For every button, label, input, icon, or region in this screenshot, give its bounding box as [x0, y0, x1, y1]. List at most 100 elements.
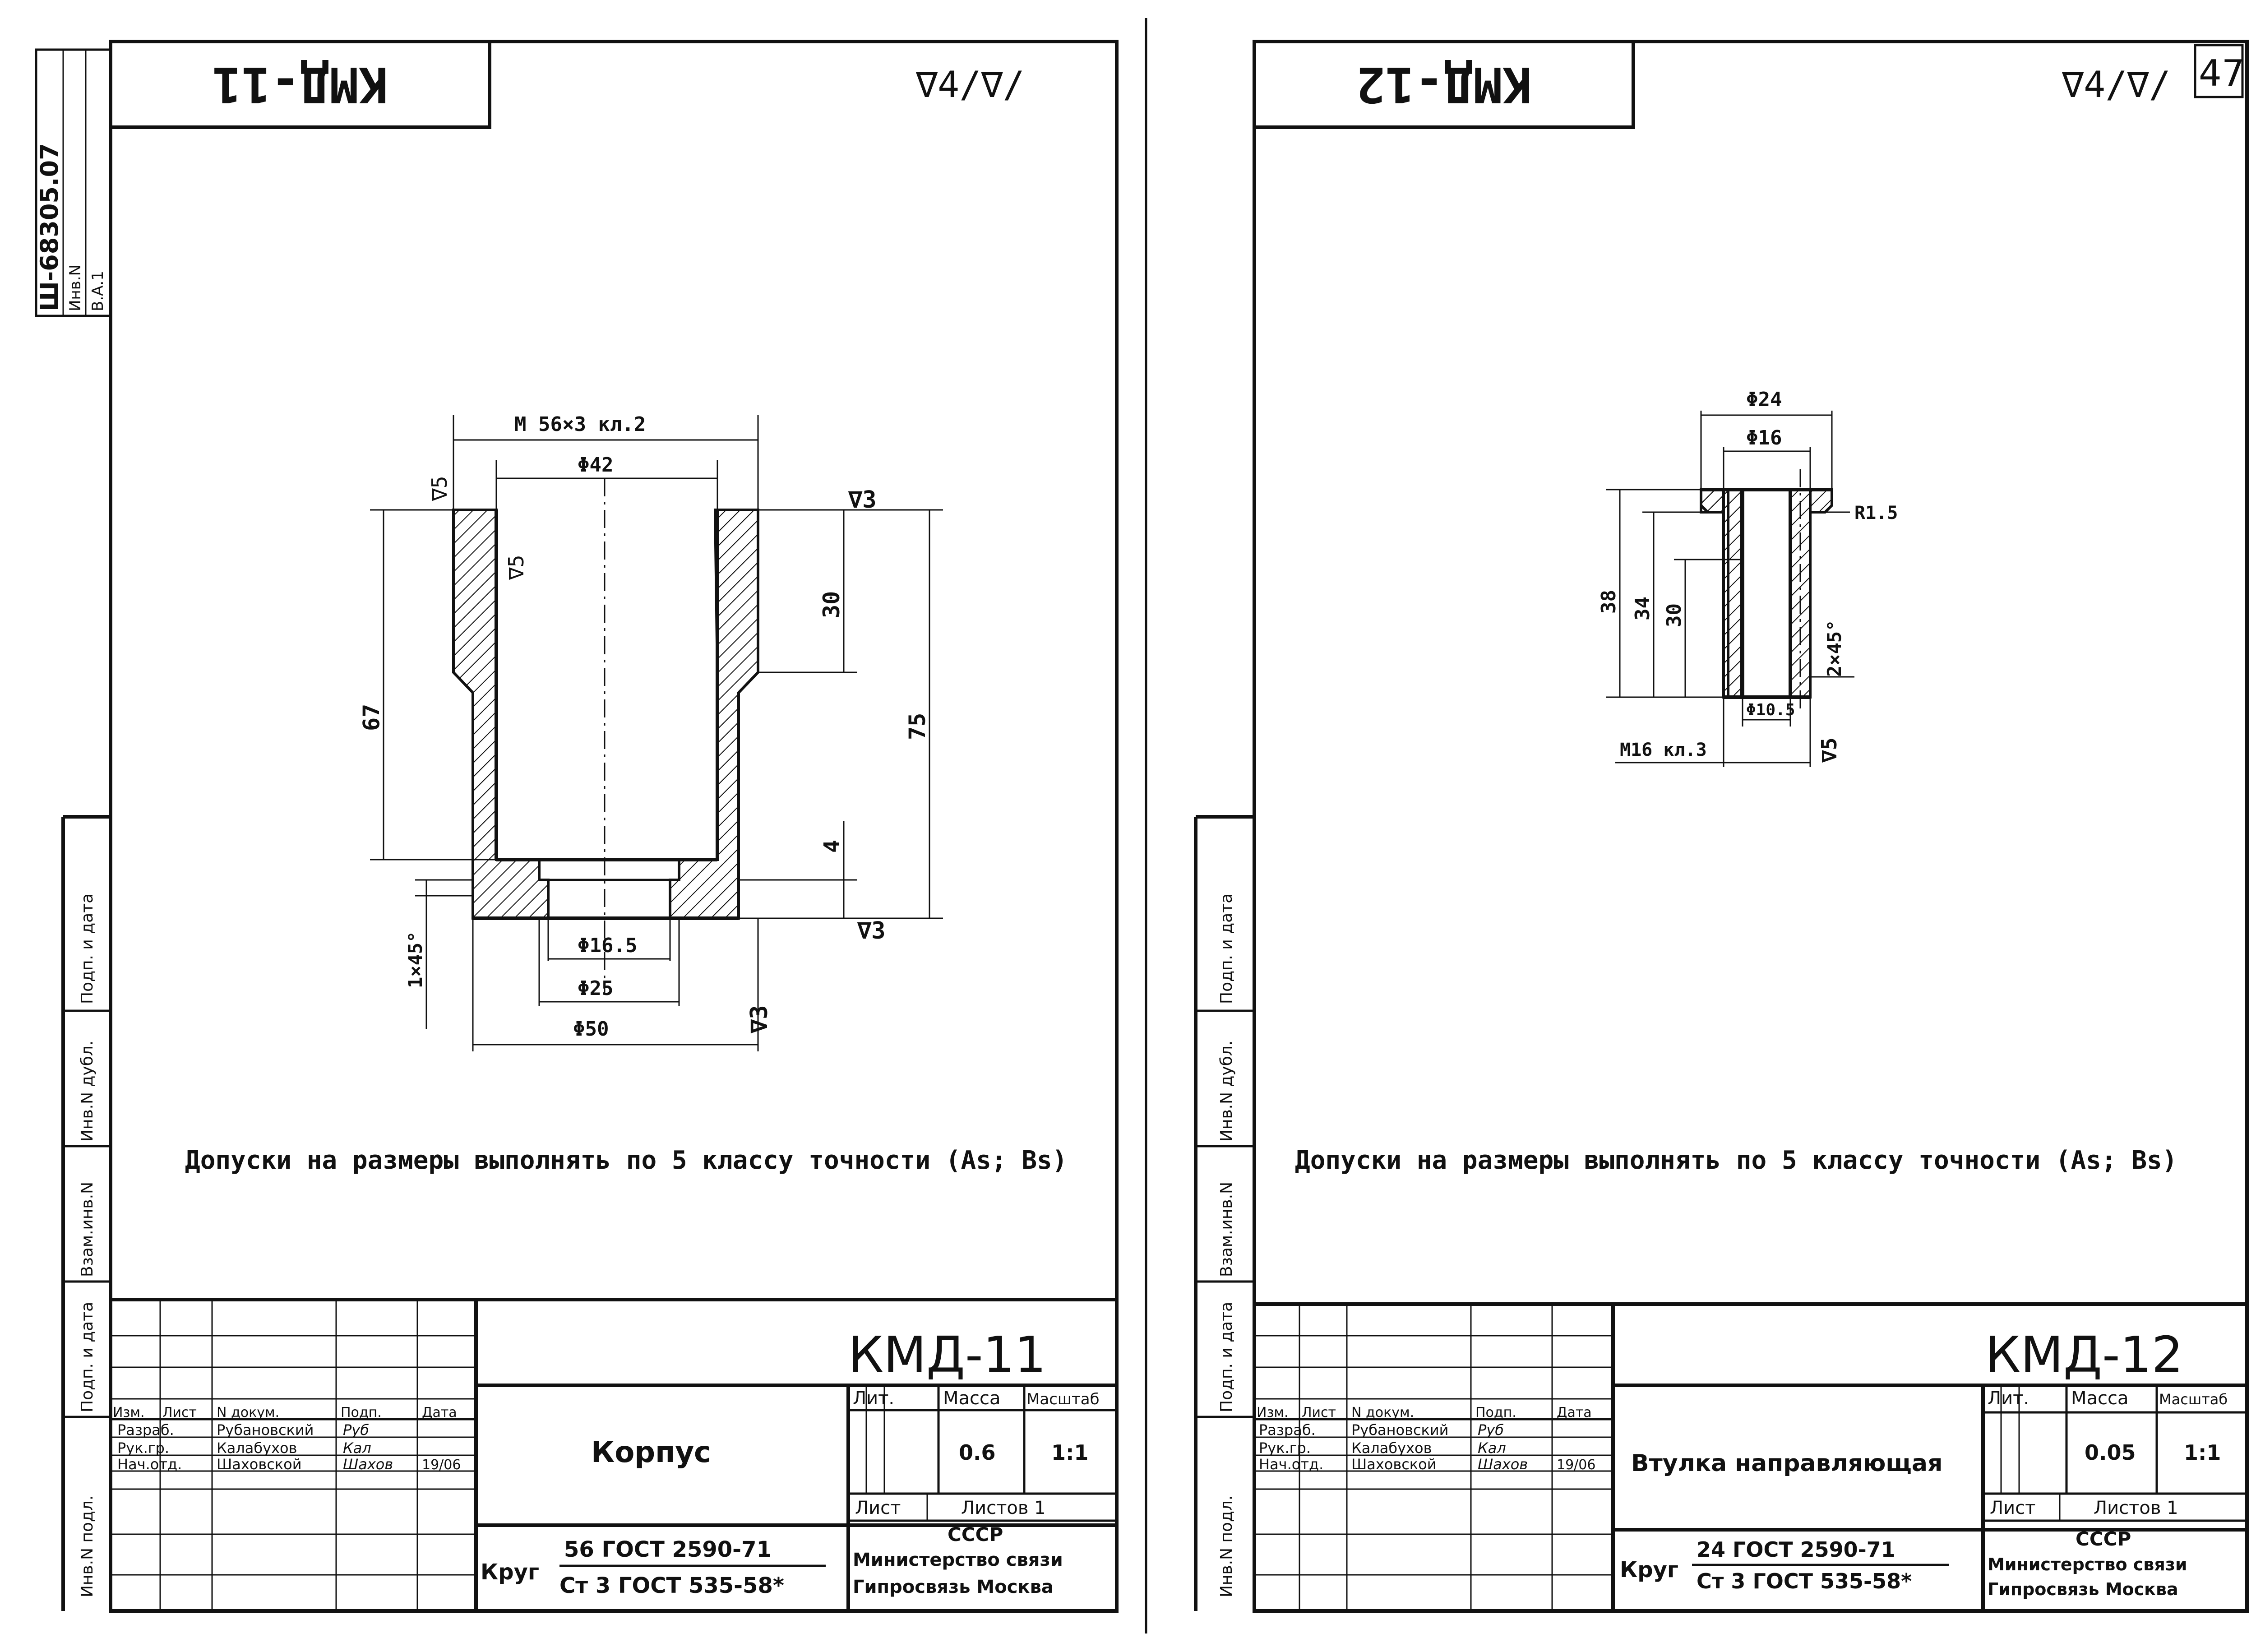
- section-wall-left: [452, 509, 550, 920]
- role-name: Рубановский: [217, 1421, 314, 1439]
- hdr-podp: Подп.: [1475, 1405, 1516, 1421]
- roughness-3-top: ∇3: [848, 486, 877, 514]
- roughness-mark: ∇4/∇/: [915, 64, 1025, 106]
- org-institute: Гипросвязь Москва: [853, 1577, 1054, 1597]
- role-label: Нач.отд.: [1259, 1456, 1323, 1473]
- dim-body: Φ16: [1746, 426, 1782, 449]
- tolerance-note: Допуски на размеры выполнять по 5 классу…: [1295, 1146, 2177, 1175]
- part-kmd-11: M 56×3 кл.2 Φ42 ∇5 ∇5 67 1×45° 30: [358, 413, 943, 1051]
- sheets-label: Листов 1: [961, 1498, 1046, 1518]
- archive-stamp: [35, 48, 112, 317]
- material-top: 56 ГОСТ 2590-71: [564, 1537, 772, 1562]
- stamp-side-label: Подп. и дата: [78, 893, 97, 1004]
- roughness-5-inner: ∇5: [504, 555, 528, 580]
- hdr-list: Лист: [162, 1405, 197, 1421]
- dim-radius: R1.5: [1854, 503, 1898, 523]
- inv-no-label: Инв.N: [66, 264, 84, 311]
- stamp-side-label: Инв.N подл.: [78, 1495, 97, 1597]
- page-number: 47: [2199, 52, 2245, 94]
- material-prefix: Круг: [1620, 1557, 1678, 1583]
- hdr-data: Дата: [1557, 1405, 1592, 1421]
- section-wall-right: [1789, 488, 1812, 699]
- org-ministry: Министерство связи: [1988, 1555, 2187, 1574]
- sheet-kmd-11: Подп. и дата Инв.N дубл. Взам.инв.N Подп…: [35, 40, 1119, 1613]
- role-sign: Кал: [343, 1439, 371, 1457]
- dim-inner-bore: Φ42: [578, 453, 613, 477]
- section-wall-right: [669, 509, 759, 920]
- dim-total: 38: [1597, 590, 1620, 614]
- lit-label: Лит.: [853, 1388, 894, 1409]
- roughness-5-top: ∇5: [427, 476, 452, 501]
- dim-chamfer: 1×45°: [404, 931, 426, 988]
- mass-value: 0.05: [2085, 1440, 2136, 1465]
- dim-hole: Φ16.5: [578, 934, 637, 957]
- role-label: Рук.гр.: [117, 1439, 169, 1457]
- sheet-frame: [109, 40, 1119, 1613]
- hdr-ndoc: N докум.: [1351, 1405, 1414, 1421]
- role-name: Рубановский: [1351, 1421, 1448, 1439]
- hdr-izm: Изм.: [1257, 1405, 1289, 1421]
- stamp-side-label: Подп. и дата: [78, 1302, 97, 1412]
- part-kmd-12: Φ24 Φ16 R1.5 38 34 30 2×45°: [1597, 388, 1898, 767]
- section-flange-left: [1700, 488, 1725, 514]
- org-ministry: Министерство связи: [853, 1550, 1063, 1570]
- mass-label: Масса: [2071, 1388, 2129, 1409]
- vza-label: В.А.1: [89, 271, 107, 311]
- archive-number: Ш-68305.07: [35, 143, 64, 311]
- role-label: Нач.отд.: [117, 1456, 182, 1473]
- material-prefix: Круг: [481, 1559, 539, 1585]
- dim-d30: 30: [1663, 603, 1686, 627]
- lit-label: Лит.: [1988, 1388, 2029, 1409]
- role-name: Калабухов: [217, 1439, 297, 1457]
- stamp-side-label: Подп. и дата: [1217, 1302, 1236, 1412]
- stamp-side-label: Подп. и дата: [1217, 893, 1236, 1004]
- dim-d34: 34: [1631, 597, 1654, 620]
- title-code: КМД-11: [848, 1326, 1046, 1384]
- dim-thread: M16 кл.3: [1620, 740, 1707, 760]
- org-institute: Гипросвязь Москва: [1988, 1579, 2178, 1599]
- scale-value: 1:1: [1051, 1440, 1088, 1465]
- scale-value: 1:1: [2184, 1440, 2221, 1465]
- hdr-izm: Изм.: [113, 1405, 145, 1421]
- roughness-3-side: ∇3: [746, 1005, 773, 1034]
- scale-label: Масштаб: [2159, 1391, 2228, 1408]
- rotated-code: КМД-11: [212, 56, 388, 112]
- rotated-code-box: [1253, 40, 1635, 129]
- dim-bottom-thickness: 4: [819, 840, 845, 853]
- dim-recess: Φ25: [578, 977, 613, 1000]
- org-country: СССР: [2076, 1528, 2131, 1550]
- part-name: Корпус: [591, 1436, 711, 1469]
- role-label: Рук.гр.: [1259, 1439, 1311, 1457]
- dim-chamfer: 2×45°: [1823, 620, 1845, 677]
- roughness-3-bottom: ∇3: [857, 917, 886, 944]
- dim-head: Φ24: [1746, 388, 1782, 411]
- title-block-kmd-12: Изм. Лист N докум. Подп. Дата Разраб. Ру…: [1254, 1302, 2247, 1611]
- role-name: Шаховской: [1351, 1456, 1437, 1473]
- hdr-podp: Подп.: [341, 1405, 382, 1421]
- role-sign: Шахов: [343, 1456, 393, 1473]
- rotated-code: КМД-12: [1356, 56, 1532, 112]
- sheets-label: Листов 1: [2094, 1498, 2178, 1518]
- part-name: Втулка направляющая: [1631, 1450, 1942, 1477]
- dim-total-height: 75: [904, 713, 930, 740]
- title-block-kmd-11: Изм. Лист N докум. Подп. Дата Разраб. Ру…: [111, 1298, 1117, 1611]
- hdr-data: Дата: [422, 1405, 457, 1421]
- dim-thread: M 56×3 кл.2: [514, 413, 646, 436]
- role-label: Разраб.: [117, 1421, 174, 1439]
- tolerance-note: Допуски на размеры выполнять по 5 классу…: [185, 1146, 1067, 1175]
- material-bottom: Ст 3 ГОСТ 535-58*: [559, 1573, 784, 1598]
- scale-label: Масштаб: [1026, 1390, 1100, 1408]
- dim-outer: Φ50: [573, 1018, 609, 1041]
- stamp-side-label: Инв.N подл.: [1217, 1495, 1236, 1597]
- material-top: 24 ГОСТ 2590-71: [1697, 1537, 1895, 1562]
- hdr-list: Лист: [1302, 1405, 1336, 1421]
- role-sign: Руб: [1478, 1421, 1504, 1439]
- mass-value: 0.6: [959, 1440, 996, 1465]
- sheet-frame: [1253, 40, 2249, 1613]
- rotated-code-box: [109, 40, 491, 129]
- title-code: КМД-12: [1985, 1326, 2183, 1384]
- page-number-box: [2194, 44, 2244, 98]
- stamp-side-label: Взам.инв.N: [78, 1182, 97, 1277]
- role-name: Шаховской: [217, 1456, 302, 1473]
